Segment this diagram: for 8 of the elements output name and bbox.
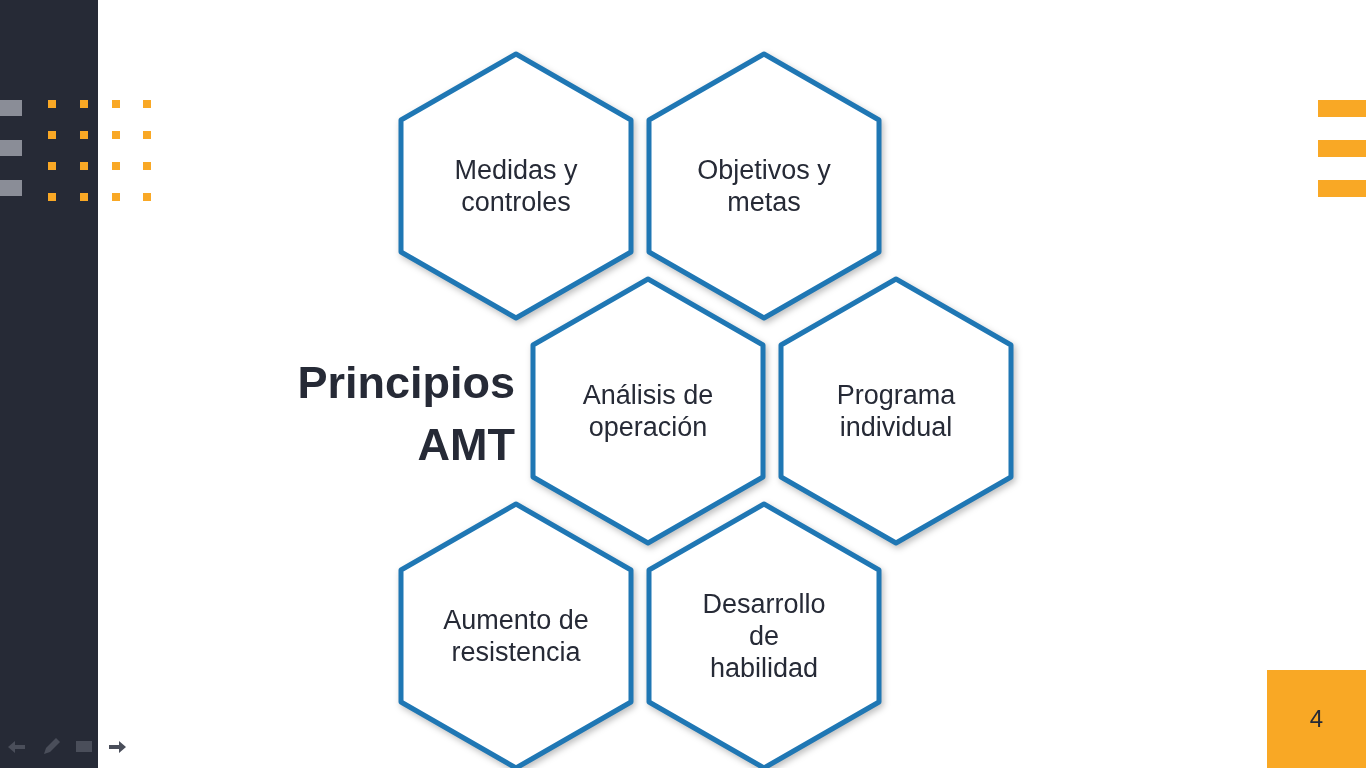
page-number: 4 <box>1308 704 1325 734</box>
title: Principios AMT <box>296 356 515 472</box>
hexagon-label: Medidas y controles <box>453 154 579 218</box>
hexagon-label: Desarrollo de habilidad <box>701 588 827 684</box>
hexagon-label: Aumento de resistencia <box>442 604 590 668</box>
hexagon-label: Objetivos y metas <box>696 154 832 218</box>
hexagon-label: Programa individual <box>835 379 957 443</box>
hexagon-label: Análisis de operación <box>582 379 714 443</box>
